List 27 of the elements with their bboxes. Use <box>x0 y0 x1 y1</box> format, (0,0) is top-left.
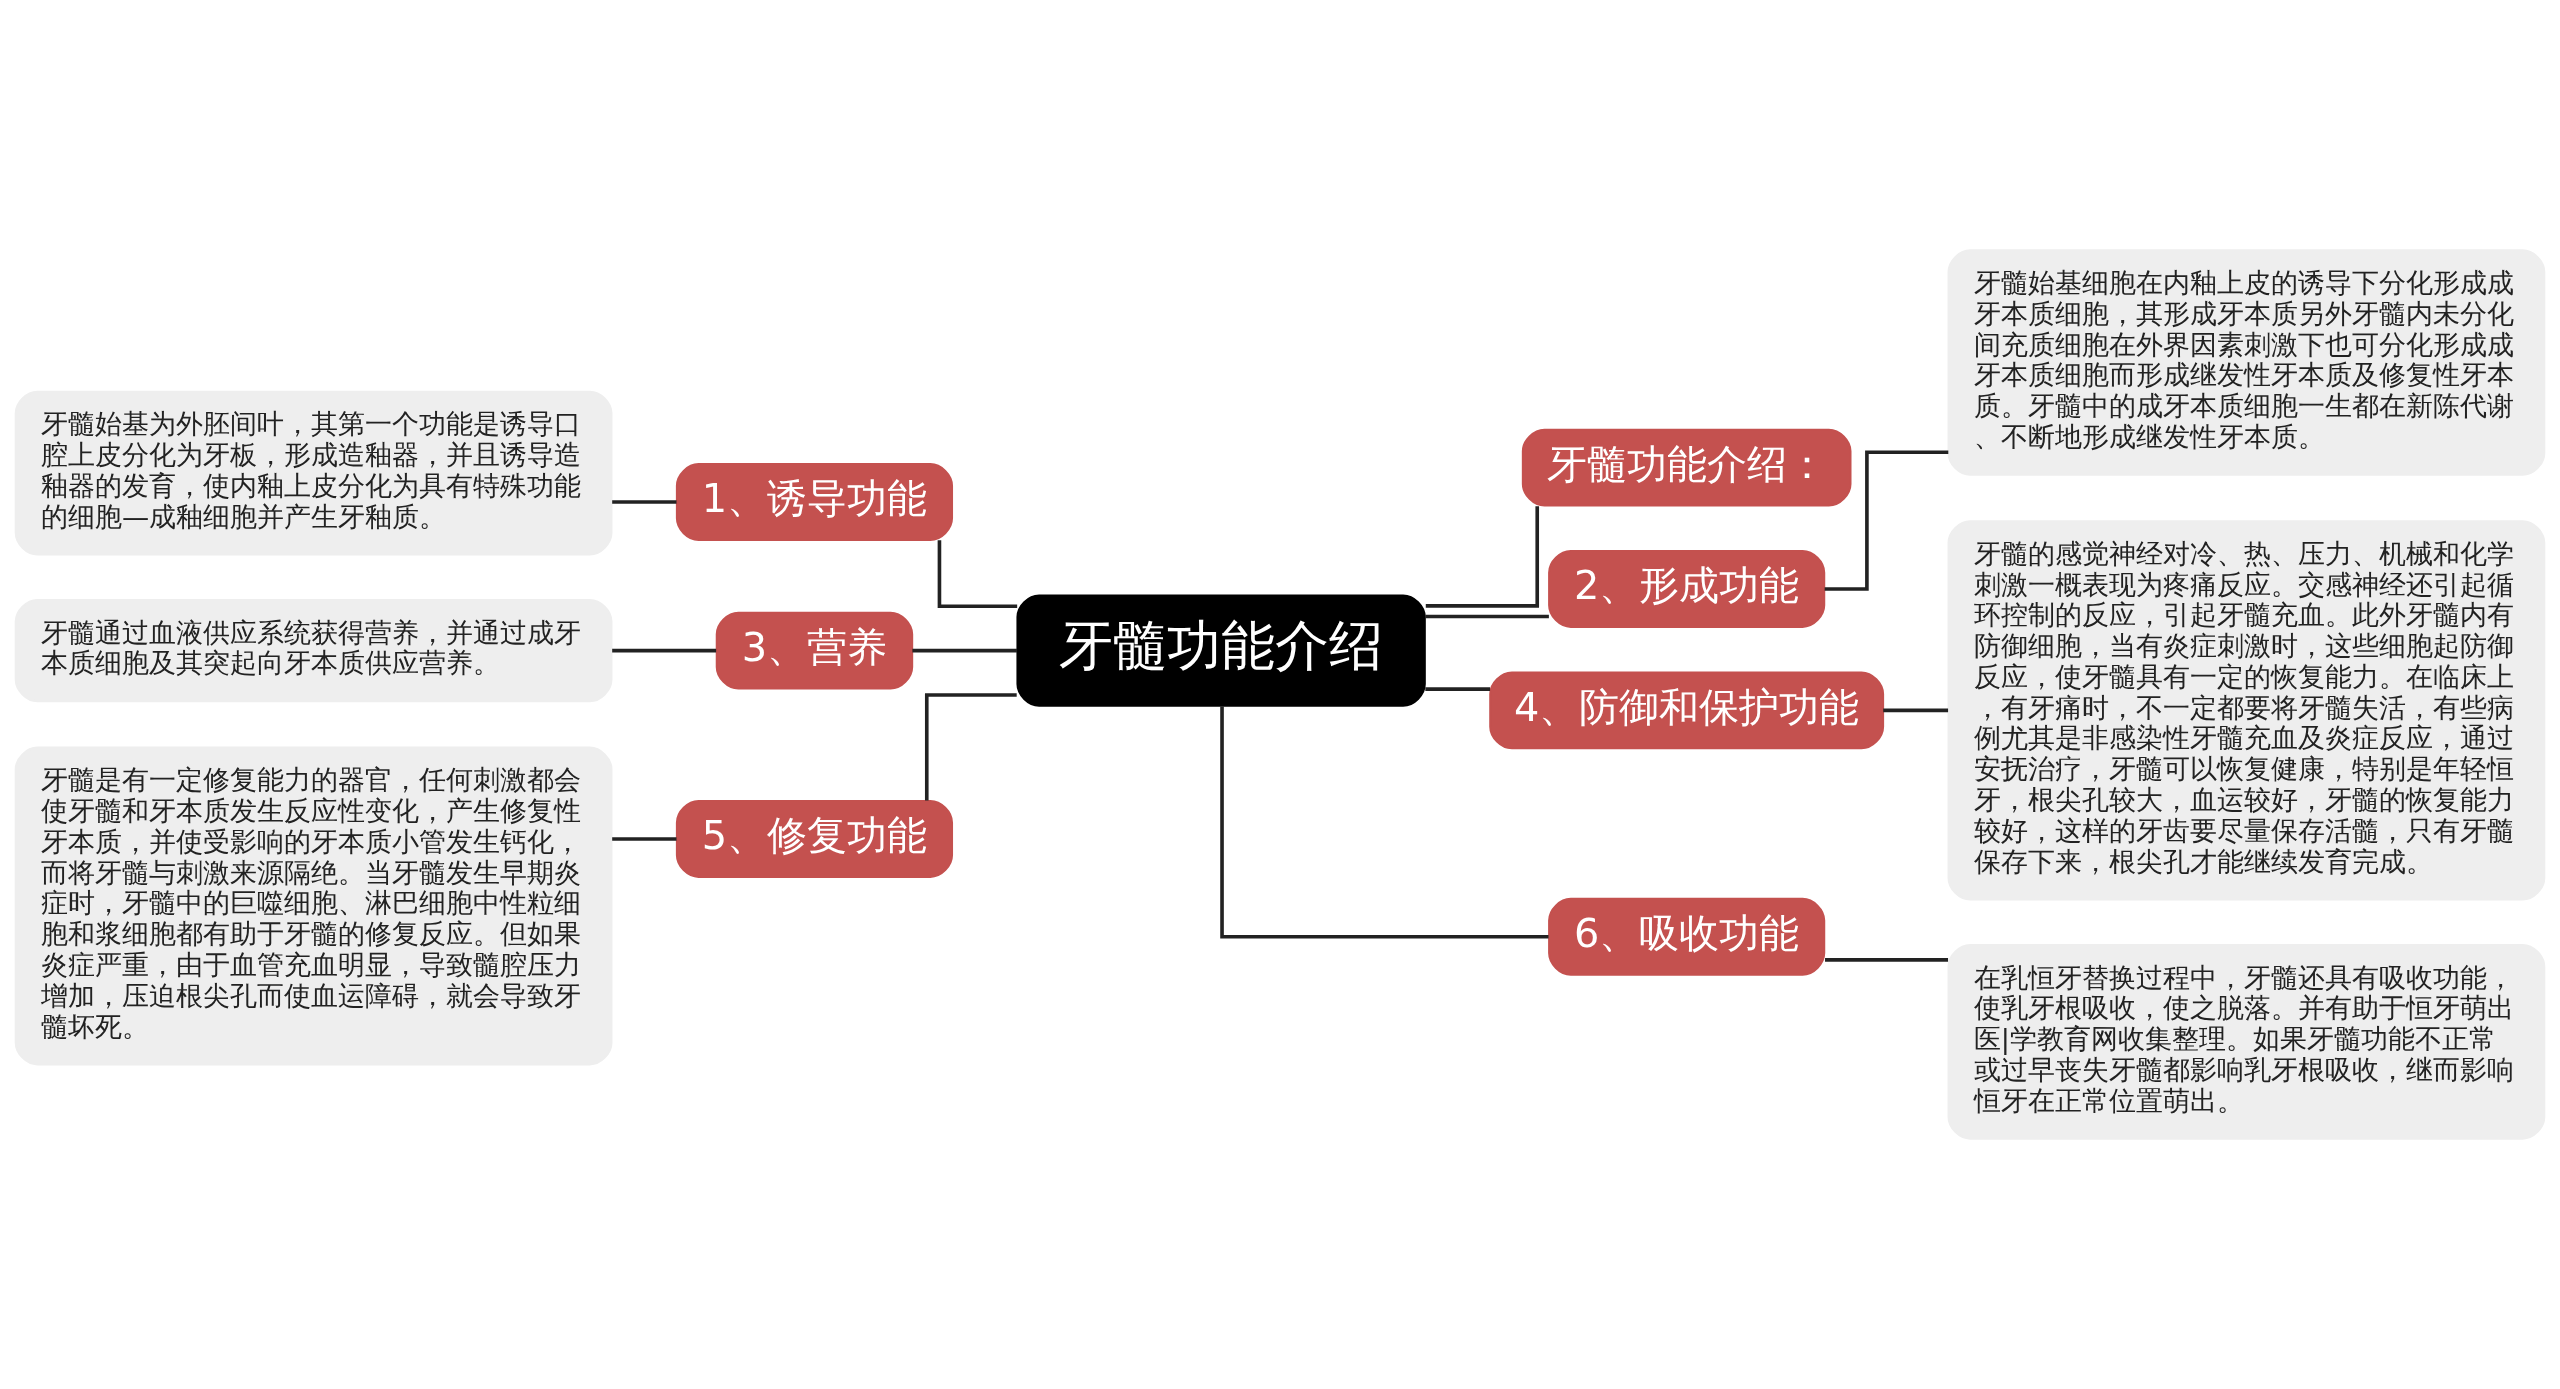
connector <box>1220 706 1549 939</box>
node-box: 牙髓功能介绍 <box>1016 594 1426 707</box>
node-box: 3、营养 <box>715 611 914 690</box>
node-box: 牙髓通过血液供应系统获得营养，并通过成牙本质细胞及其突起向牙本质供应营养。 <box>14 598 613 703</box>
node-box: 牙髓始基为外胚间叶，其第一个功能是诱导口腔上皮分化为牙板，形成造釉器，并且诱导造釉器的发育，使内釉上皮分化为具有特殊功能的细胞—成釉细胞并产生牙釉质。 <box>14 390 613 556</box>
node-box: 1、诱导功能 <box>675 463 954 541</box>
node-box: 在乳恒牙替换过程中，牙髓还具有吸收功能，使乳牙根吸收，使之脱落。并有助于恒牙萌出医|学教育网收集整理。如果牙髓功能不正常或过早丧失牙髓都影响乳牙根吸收，继而影响恒牙在正常位置萌出。 <box>1947 944 2546 1140</box>
connector <box>924 693 1017 801</box>
node-box: 2、形成功能 <box>1548 550 1826 628</box>
connector <box>612 837 677 841</box>
connector <box>1824 450 1949 591</box>
connector <box>1825 958 1949 962</box>
node-box: 牙髓的感觉神经对冷、热、压力、机械和化学刺激一概表现为疼痛反应。交感神经还引起循环控制的反应，引起牙髓充血。此外牙髓内有防御细胞，当有炎症刺激时，这些细胞起防御反应，使牙髓具有一定的恢复能力。在临床上，有牙痛时，不一定都要将牙髓失活，有些病例尤其是非感染性牙髓充血及炎症反应，通过安抚治疗，牙髓可以恢复健康，特别是年轻恒牙，根尖孔较大，血运较好，牙髓的恢复能力较好，这样的牙齿要尽量保存活髓，只有牙髓保存下来，根尖孔才能继续发育完成。 <box>1947 520 2546 901</box>
connector <box>612 500 677 504</box>
node-box: 6、吸收功能 <box>1548 897 1826 976</box>
connector <box>1883 708 1949 713</box>
node-box: 牙髓是有一定修复能力的器官，任何刺激都会使牙髓和牙本质发生反应性变化，产生修复性牙本质，并使受影响的牙本质小管发生钙化，而将牙髓与刺激来源隔绝。当牙髓发生早期炎症时，牙髓中的巨噬细胞、淋巴细胞中性粒细胞和浆细胞都有助于牙髓的修复反应。但如果炎症严重，由于血管充血明显，导致髓腔压力增加，压迫根尖孔而使血运障碍，就会导致牙髓坏死。 <box>14 746 613 1066</box>
node-box: 5、修复功能 <box>675 800 954 878</box>
connector <box>912 648 1018 653</box>
connector <box>612 648 717 653</box>
connector <box>1425 614 1549 619</box>
connector <box>937 540 1018 608</box>
connector <box>1425 687 1491 691</box>
node-box: 牙髓始基细胞在内釉上皮的诱导下分化形成成牙本质细胞，其形成牙本质另外牙髓内未分化间充质细胞在外界因素刺激下也可分化形成成牙本质细胞而形成继发性牙本质及修复性牙本质。牙髓中的成牙本质细胞一生都在新陈代谢、不断地形成继发性牙本质。 <box>1947 249 2546 476</box>
connector <box>1425 506 1540 608</box>
node-box: 4、防御和保护功能 <box>1489 671 1885 750</box>
node-box: 牙髓功能介绍： <box>1521 428 1852 507</box>
